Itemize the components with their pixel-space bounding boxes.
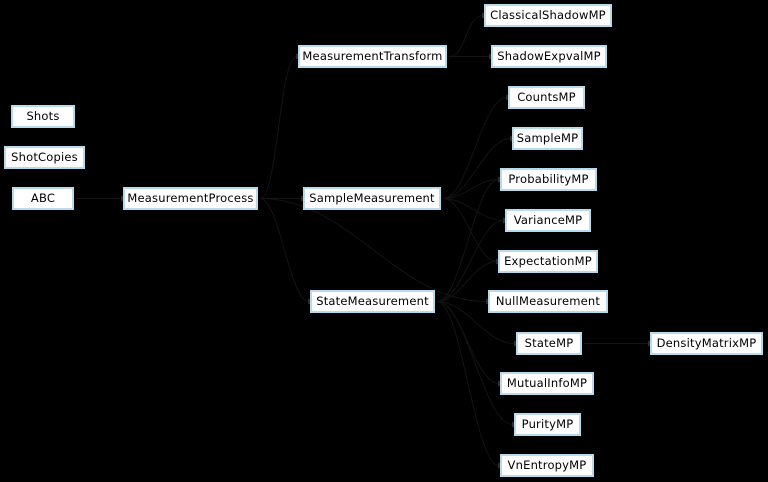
class-node-expectation_mp[interactable]: ExpectationMP: [498, 250, 598, 273]
class-node-null_measurement[interactable]: NullMeasurement: [488, 290, 608, 313]
class-node-variance_mp[interactable]: VarianceMP: [505, 209, 591, 232]
inheritance-edge: [436, 301, 522, 347]
inheritance-edge: [436, 217, 511, 302]
class-node-state_measurement[interactable]: StateMeasurement: [310, 290, 435, 313]
inheritance-edge: [436, 301, 506, 387]
inheritance-edge: [259, 198, 316, 305]
class-node-state_mp[interactable]: StateMP: [516, 332, 582, 355]
class-node-shots[interactable]: Shots: [11, 105, 75, 128]
class-node-shadow_expval_mp[interactable]: ShadowExpvalMP: [491, 45, 607, 68]
inheritance-edge: [436, 258, 504, 302]
inheritance-edge: [442, 94, 514, 199]
inheritance-edge: [448, 12, 490, 57]
class-node-mutual_info_mp[interactable]: MutualInfoMP: [500, 372, 594, 395]
inheritance-edge: [442, 198, 511, 224]
class-node-counts_mp[interactable]: CountsMP: [508, 86, 585, 109]
inheritance-edge: [442, 198, 504, 265]
inheritance-edge: [436, 301, 506, 469]
class-node-measurement_transform[interactable]: MeasurementTransform: [298, 45, 447, 68]
class-node-shot_copies[interactable]: ShotCopies: [4, 146, 85, 169]
class-node-probability_mp[interactable]: ProbabilityMP: [500, 168, 597, 191]
class-node-sample_measurement[interactable]: SampleMeasurement: [303, 187, 441, 210]
inheritance-edge: [259, 53, 304, 199]
class-node-purity_mp[interactable]: PurityMP: [514, 413, 581, 436]
inheritance-edge: [442, 176, 506, 199]
class-node-sample_mp[interactable]: SampleMP: [512, 127, 583, 150]
class-node-measurement_process[interactable]: MeasurementProcess: [123, 187, 258, 210]
class-node-classical_shadow_mp[interactable]: ClassicalShadowMP: [484, 4, 612, 27]
class-node-abc[interactable]: ABC: [12, 187, 74, 210]
class-node-density_matrix_mp[interactable]: DensityMatrixMP: [650, 332, 763, 355]
inheritance-edge: [442, 135, 518, 199]
inheritance-edge: [259, 198, 494, 305]
class-node-vn_entropy_mp[interactable]: VnEntropyMP: [500, 454, 594, 477]
inheritance-edge: [436, 301, 520, 428]
inheritance-edge: [436, 176, 506, 302]
